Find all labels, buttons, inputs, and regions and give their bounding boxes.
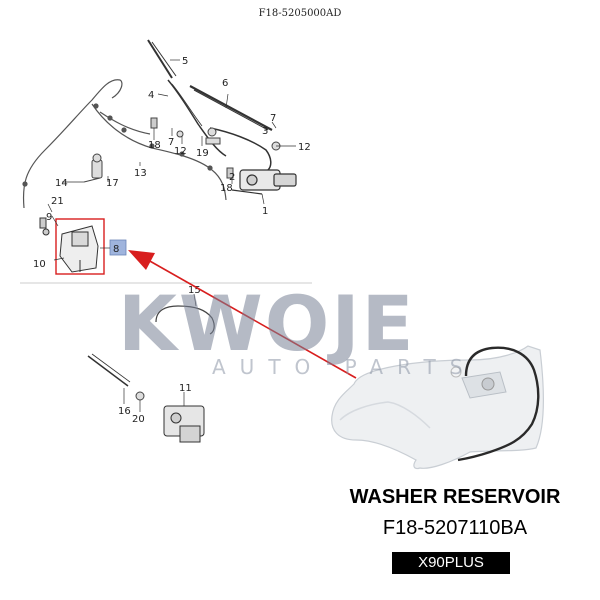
callout-20: 20 (132, 414, 145, 425)
callout-14: 14 (55, 178, 68, 189)
diagram-code: F18-5205000AD (258, 8, 342, 19)
washer-reservoir-assembly (39, 217, 99, 273)
rear-motor-11 (163, 405, 205, 443)
callout-13: 13 (134, 168, 147, 179)
callout-12b: 12 (174, 146, 187, 157)
leader-lines (47, 59, 296, 412)
callout-18b: 18 (220, 183, 233, 194)
callout-4: 4 (148, 90, 154, 101)
callout-box-8 (109, 239, 127, 256)
model-badge: X90PLUS (392, 552, 510, 574)
watermark-tagline: AUTO PARTS (212, 355, 477, 379)
callout-7b: 7 (168, 137, 174, 148)
callout-10: 10 (33, 259, 46, 270)
callout-2: 2 (229, 172, 235, 183)
callout-11: 11 (179, 383, 192, 394)
callout-labels: 1 2 3 4 5 6 7 7 8 9 10 11 12 12 13 14 15… (33, 56, 311, 425)
watermark-brand: KWOJE (118, 279, 416, 368)
callout-3: 3 (262, 126, 268, 137)
wiper-motor-1 (231, 169, 297, 195)
rear-wiper-16 (87, 353, 131, 387)
part-number: F18-5207110BA (382, 517, 528, 539)
callout-16: 16 (118, 406, 131, 417)
callout-17: 17 (106, 178, 119, 189)
callout-6: 6 (222, 78, 228, 89)
product-photo (331, 345, 545, 470)
callout-8: 8 (113, 244, 119, 255)
pointer-arrow (128, 250, 357, 379)
product-name: WASHER RESERVOIR (349, 486, 561, 508)
washer-hose-run (22, 79, 227, 209)
callout-7a: 7 (270, 113, 276, 124)
wiper-blade-5 (147, 39, 177, 79)
callout-5: 5 (182, 56, 188, 67)
callout-18a: 18 (148, 140, 161, 151)
wiper-blade-6 (189, 85, 273, 131)
cap-20 (135, 391, 145, 401)
wiper-arm-4 (167, 79, 227, 157)
highlight-box (55, 218, 105, 275)
hose-15 (155, 305, 215, 335)
wiper-arm-3 (209, 127, 272, 171)
pump-17 (83, 153, 103, 183)
callout-15: 15 (188, 285, 201, 296)
callout-1: 1 (262, 206, 268, 217)
clip-18 (150, 117, 234, 179)
reservoir-wire (457, 346, 540, 462)
callout-9: 9 (46, 212, 52, 223)
callout-12a: 12 (298, 142, 311, 153)
callout-21: 21 (51, 196, 64, 207)
callout-19: 19 (196, 148, 209, 159)
linkage-19 (205, 127, 221, 145)
